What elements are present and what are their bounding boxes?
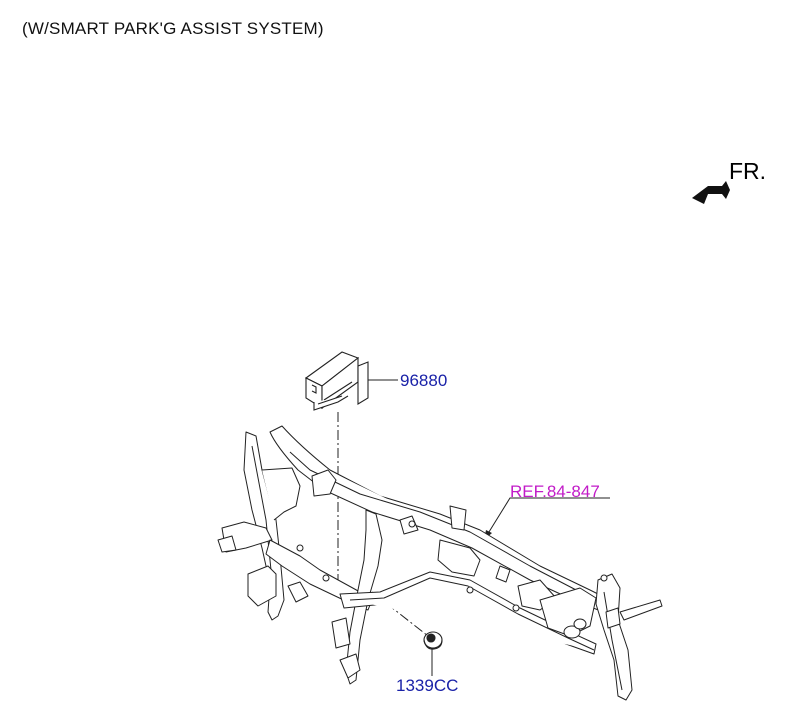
nut-centerline (371, 591, 429, 637)
front-arrow-icon (692, 181, 730, 204)
leader-line-ref (483, 497, 610, 541)
part-number-96880[interactable]: 96880 (400, 371, 448, 390)
cowl-cross-bar-assembly[interactable] (217, 425, 663, 701)
diagram-title: (W/SMART PARK'G ASSIST SYSTEM) (22, 19, 324, 38)
smart-parking-assist-module[interactable] (304, 351, 369, 411)
reference-link-84-847[interactable]: REF.84-847 (510, 482, 600, 501)
nut-1339cc[interactable] (423, 631, 443, 650)
part-number-1339cc[interactable]: 1339CC (396, 676, 459, 695)
front-direction-label: FR. (729, 158, 767, 184)
